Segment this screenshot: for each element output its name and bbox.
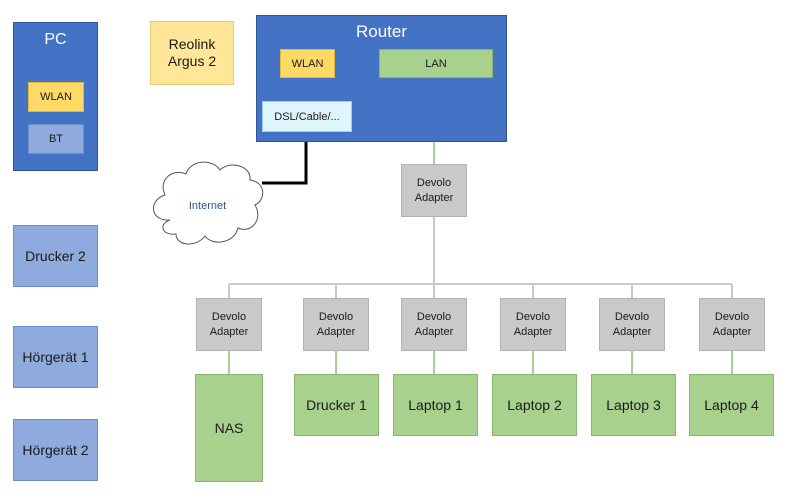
- devolo-label-line-2: Adapter: [209, 325, 249, 338]
- pc-box: PC WLAN BT: [13, 22, 98, 171]
- drucker-1-box: Drucker 1: [294, 374, 379, 436]
- devolo-label-line-1: Devolo: [614, 310, 650, 323]
- devolo-label-line-1: Devolo: [318, 310, 354, 323]
- reolink-camera-box: Reolink Argus 2: [150, 21, 234, 85]
- internet-cloud-shape: [153, 161, 264, 245]
- laptop-4-box: Laptop 4: [689, 374, 774, 436]
- devolo-label-line-2: Adapter: [414, 325, 454, 338]
- devolo-label-line-1: Devolo: [515, 310, 551, 323]
- internet-connection-line: [262, 132, 308, 185]
- reolink-line-2: Argus 2: [167, 53, 217, 69]
- devolo-label-line-1: Devolo: [211, 310, 247, 323]
- devolo-label-line-2: Adapter: [414, 191, 454, 204]
- devolo-label-line-1: Devolo: [416, 310, 452, 323]
- router-title: Router: [355, 22, 408, 41]
- hoergeraet-2-box: Hörgerät 2: [13, 419, 98, 481]
- pc-title: PC: [44, 31, 67, 48]
- nas-box: NAS: [195, 374, 263, 482]
- laptop-1-box: Laptop 1: [393, 374, 478, 436]
- pc-wlan-module: WLAN: [28, 82, 84, 112]
- devolo-label-line-2: Adapter: [612, 325, 652, 338]
- devolo-label-line-2: Adapter: [513, 325, 553, 338]
- laptop-2-box: Laptop 2: [492, 374, 577, 436]
- pc-bt-module: BT: [28, 124, 84, 154]
- drucker-2-box: Drucker 2: [13, 225, 98, 287]
- devolo-label-line-2: Adapter: [712, 325, 752, 338]
- devolo-adapter-main: Devolo Adapter: [401, 164, 467, 217]
- router-box: Router WLAN LAN DSL/Cable/...: [256, 15, 507, 142]
- router-wlan-module: WLAN: [280, 49, 335, 78]
- laptop-3-box: Laptop 3: [591, 374, 676, 436]
- internet-label: Internet: [188, 200, 227, 212]
- router-lan-module: LAN: [379, 49, 493, 78]
- devolo-label-line-2: Adapter: [316, 325, 356, 338]
- devolo-label-line-1: Devolo: [416, 176, 452, 189]
- router-dsl-module: DSL/Cable/...: [262, 101, 352, 132]
- devolo-label-line-1: Devolo: [714, 310, 750, 323]
- reolink-line-1: Reolink: [168, 35, 216, 52]
- hoergeraet-1-box: Hörgerät 1: [13, 326, 98, 388]
